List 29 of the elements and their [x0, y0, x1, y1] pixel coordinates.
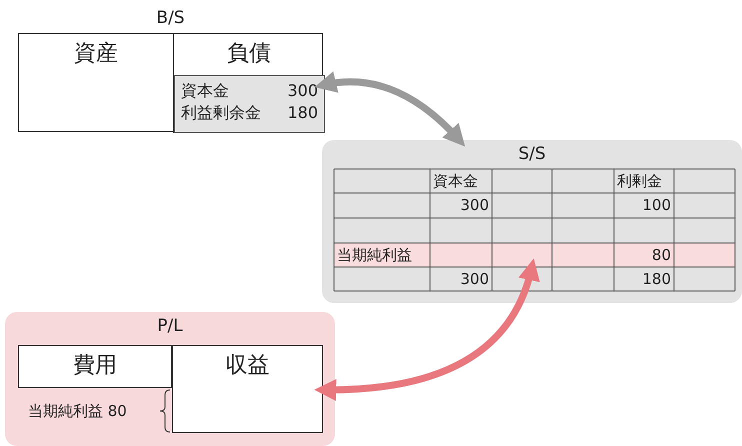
- section-title: B/S: [155, 8, 186, 28]
- net-income-label: 当期純利益 80: [28, 401, 127, 421]
- double-arrow: [314, 72, 466, 146]
- account-name: 利益剰余金: [181, 102, 262, 124]
- statement-panel: [322, 140, 742, 303]
- double-arrow: [314, 258, 539, 401]
- box-heading: 収益: [224, 352, 270, 380]
- table-cell-text: 利剰金: [616, 171, 663, 192]
- account-box: [18, 345, 172, 388]
- box-heading: 資産: [73, 40, 119, 68]
- section-title: S/S: [517, 144, 547, 164]
- table-cell-text: 100: [641, 195, 672, 216]
- table-cell-text: 300: [459, 269, 490, 290]
- table-cell-text: 当期純利益: [336, 245, 413, 266]
- amount-text: 180: [287, 102, 318, 124]
- equity-box: [174, 75, 325, 133]
- section-title: P/L: [156, 316, 184, 336]
- table-cell-text: 80: [650, 245, 672, 266]
- table-cell-text: 300: [459, 195, 490, 216]
- amount-text: 300: [287, 80, 318, 102]
- statement-panel: [5, 312, 335, 446]
- column-box: [173, 34, 324, 133]
- table-cell-text: 180: [641, 269, 672, 290]
- table-cell-text: 資本金: [432, 171, 479, 192]
- account-box: [172, 345, 323, 433]
- account-name: 資本金: [181, 80, 230, 102]
- highlighted-table-row: [334, 243, 735, 267]
- box-heading: 費用: [72, 352, 118, 380]
- box-heading: 負債: [226, 40, 272, 68]
